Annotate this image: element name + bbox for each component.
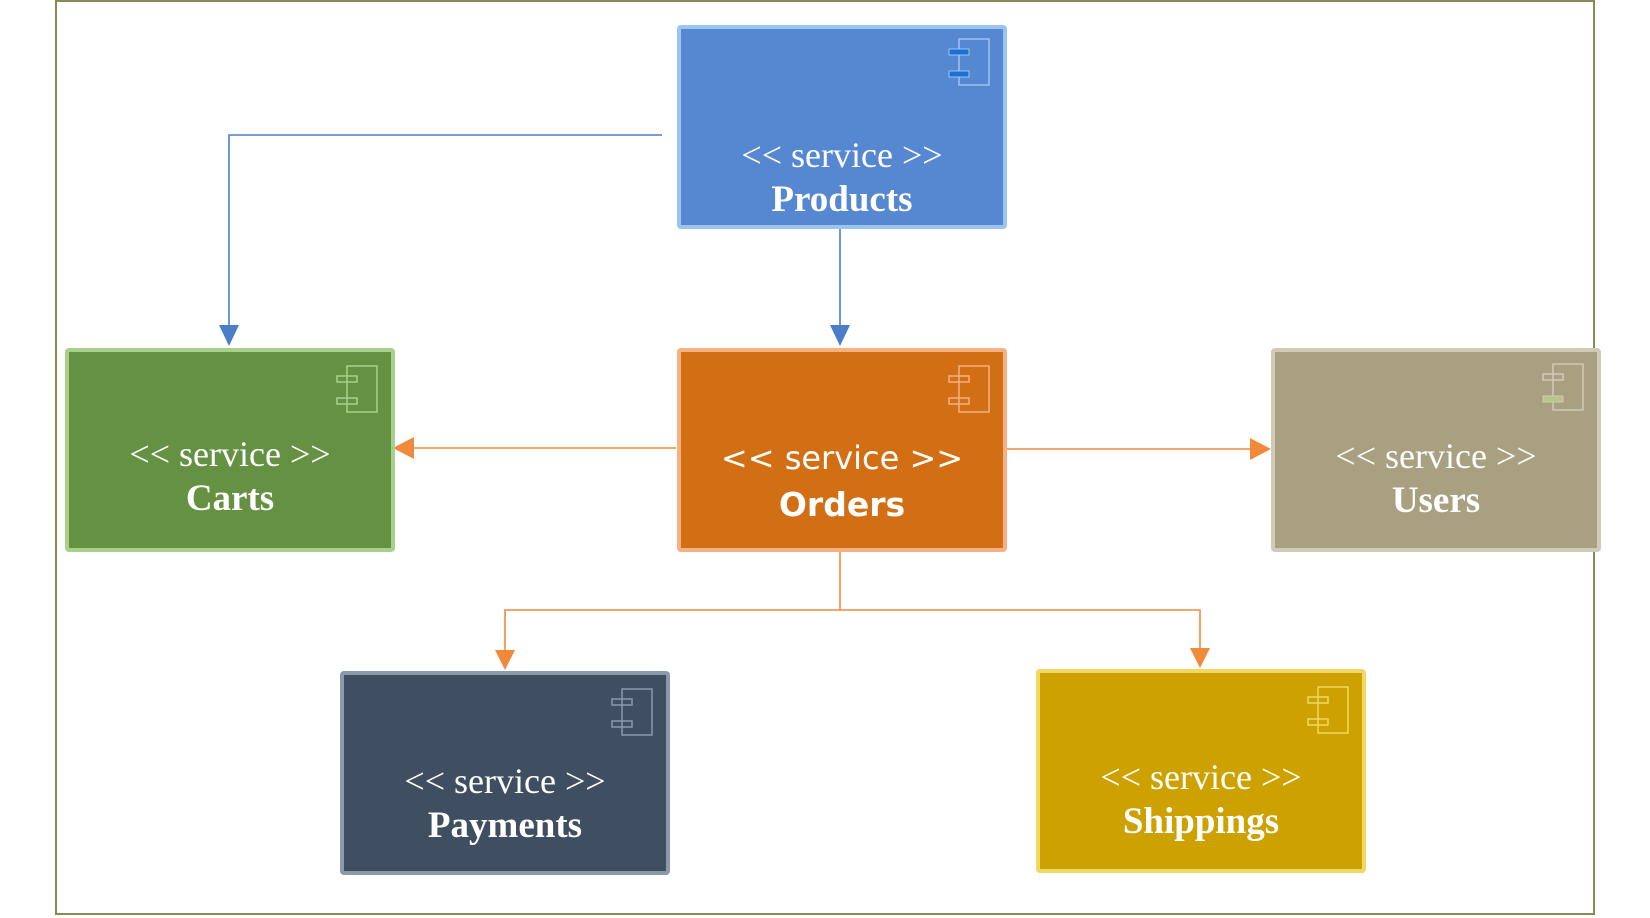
- service-node-payments[interactable]: << service >> Payments: [340, 671, 670, 875]
- component-icon: [1307, 686, 1349, 734]
- service-node-users[interactable]: << service >> Users: [1271, 348, 1601, 552]
- component-icon: [336, 365, 378, 413]
- service-node-products[interactable]: << service >> Products: [677, 25, 1007, 229]
- edge-products-carts: [228, 134, 662, 330]
- service-node-carts[interactable]: << service >> Carts: [65, 348, 395, 552]
- component-icon: [948, 38, 990, 86]
- service-name: Orders: [778, 485, 906, 524]
- service-name: Users: [1391, 480, 1481, 521]
- service-name: Payments: [427, 805, 583, 846]
- arrowhead-shippings: [1190, 648, 1210, 668]
- stereotype-label: << service >>: [741, 135, 943, 175]
- service-name: Products: [771, 179, 913, 220]
- component-icon: [1542, 363, 1584, 411]
- arrowhead-carts-left: [393, 437, 414, 459]
- edge-orders-shippings: [840, 609, 1201, 653]
- service-node-shippings[interactable]: << service >> Shippings: [1036, 669, 1366, 873]
- arrowhead-payments: [495, 650, 515, 670]
- service-name: Shippings: [1122, 801, 1280, 842]
- arrowhead-users: [1250, 438, 1271, 460]
- stereotype-label: << service >>: [129, 434, 331, 474]
- arrowhead-carts: [219, 325, 239, 346]
- arrowhead-orders: [830, 325, 850, 346]
- stereotype-label: << service >>: [404, 761, 606, 801]
- stereotype-label: << service >>: [1335, 436, 1537, 476]
- service-name: Carts: [185, 478, 275, 519]
- stereotype-label: << service >>: [720, 439, 964, 477]
- component-icon: [611, 688, 653, 736]
- stereotype-label: << service >>: [1100, 757, 1302, 797]
- edge-orders-payments: [504, 609, 840, 655]
- component-icon: [948, 365, 990, 413]
- service-node-orders[interactable]: << service >> Orders: [677, 348, 1007, 552]
